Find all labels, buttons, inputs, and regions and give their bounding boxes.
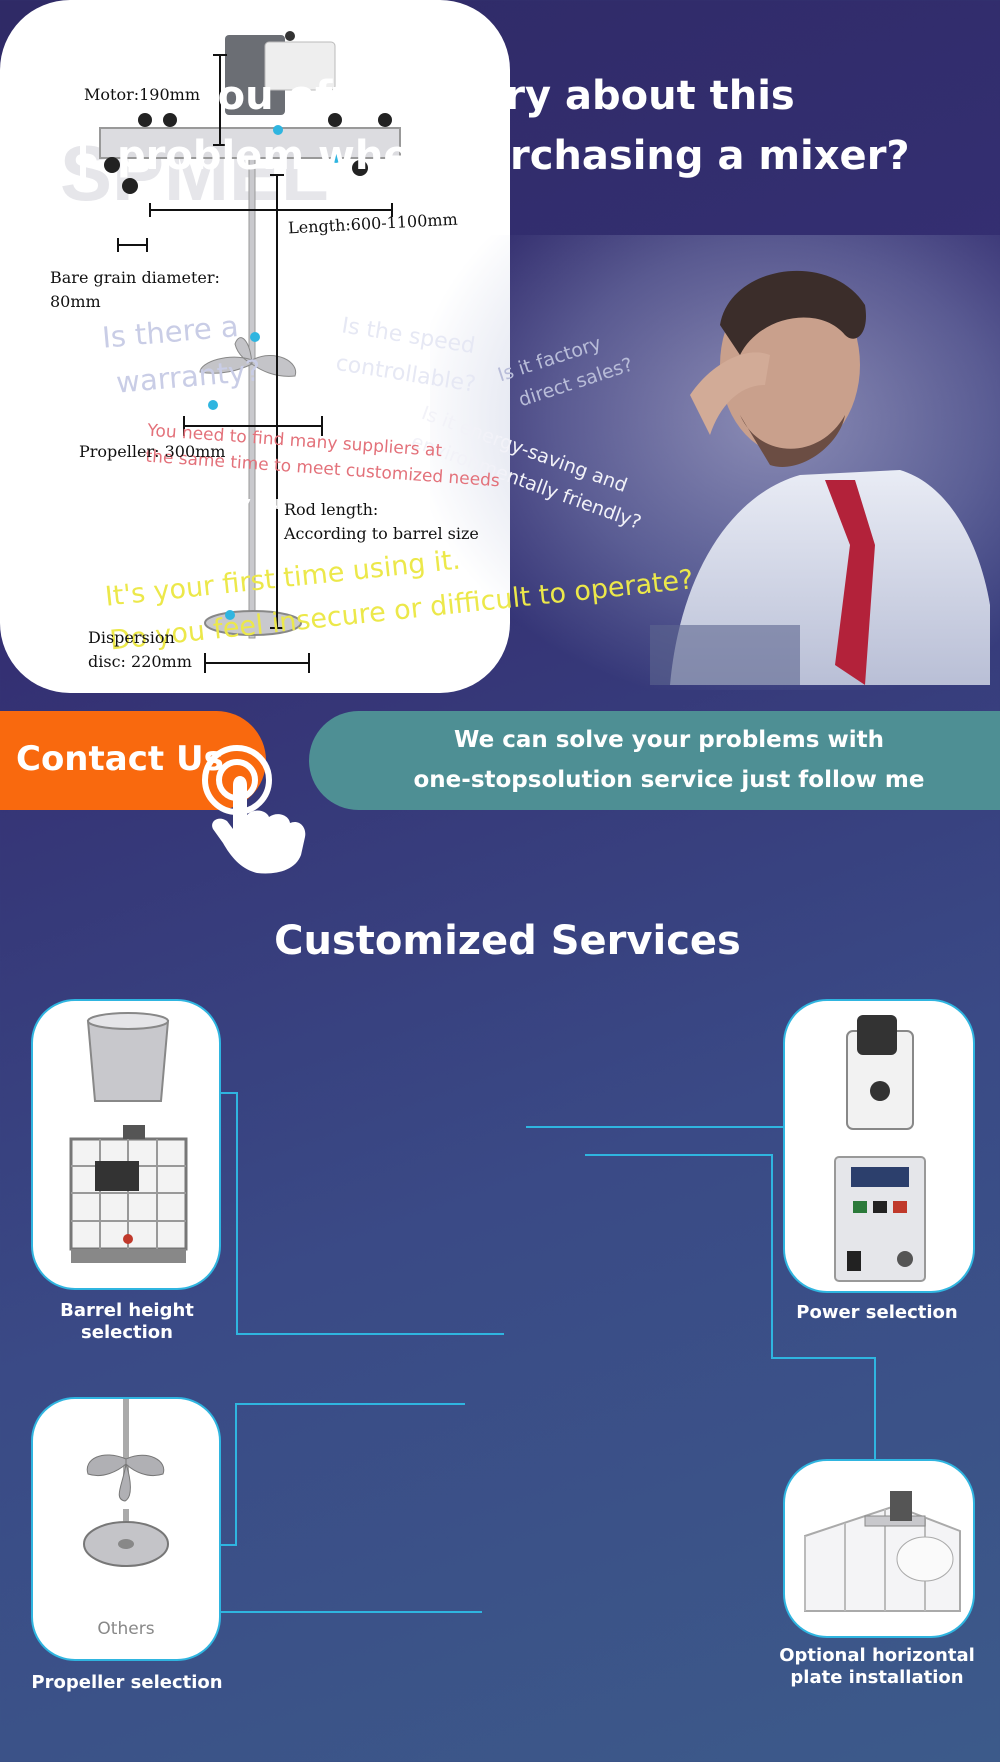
page-title-line-1: Do you often worry about this [117, 73, 795, 119]
propeller-connector [218, 1403, 465, 1546]
mixer-diagram: SPMEL [60, 31, 401, 673]
solution-banner: We can solve your problems with one-stop… [309, 711, 1000, 810]
propeller-icon [199, 337, 297, 377]
ibc-tote-icon [69, 1125, 188, 1263]
dispersion-disc-icon [83, 1509, 169, 1567]
power-card[interactable] [783, 999, 975, 1293]
motor-icon [225, 31, 336, 115]
clamp-beam-icon [99, 113, 401, 194]
barrel-images [69, 1012, 188, 1263]
spec-rod: Rod length: According to barrel size [284, 500, 479, 543]
frequency-inverter-icon [834, 1156, 926, 1282]
solution-line-2: one-stopsolution service just follow me [413, 767, 925, 793]
propeller-images [83, 1399, 169, 1567]
spec-propeller: Propeller: 300mm [79, 442, 226, 461]
title-accent-bar [80, 77, 86, 181]
propeller-caption: Propeller selection [31, 1672, 223, 1693]
power-caption: Power selection [796, 1302, 958, 1323]
speed-controller-icon [846, 1015, 914, 1130]
connector-dots [208, 125, 341, 620]
plate-connector [585, 1154, 876, 1460]
worried-man-illustration [650, 270, 990, 685]
contact-us-label: Contact Us [16, 739, 224, 779]
barrel-card[interactable] [31, 999, 221, 1290]
propeller-blade-icon [86, 1399, 165, 1502]
page-title-line-2: problem when purchasing a mixer? [117, 133, 910, 179]
power-images [834, 1015, 926, 1282]
services-title: Customized Services [274, 918, 741, 964]
page-title: Do you often worry about this problem wh… [117, 66, 937, 186]
dimension-lines [117, 54, 393, 673]
horizontal-plate-image [804, 1491, 961, 1612]
spec-motor: Motor:190mm [84, 85, 200, 104]
solution-line-1: We can solve your problems with [454, 727, 884, 753]
steel-bucket-icon [86, 1012, 170, 1102]
barrel-caption: Barrel height selection [60, 1300, 194, 1343]
others-label: Others [97, 1619, 155, 1639]
pointing-hand-icon[interactable] [195, 745, 315, 875]
plate-caption: Optional horizontal plate installation [779, 1645, 975, 1688]
plate-card[interactable] [783, 1459, 975, 1638]
spec-disc: Dispersion disc: 220mm [88, 628, 192, 671]
propeller-card[interactable]: Others [31, 1397, 221, 1661]
barrel-connector [220, 1092, 504, 1335]
question-quality: Is product quality guaranteed? [94, 493, 371, 514]
spec-grain: Bare grain diameter: 80mm [50, 268, 220, 311]
stirring-rod [248, 157, 256, 639]
